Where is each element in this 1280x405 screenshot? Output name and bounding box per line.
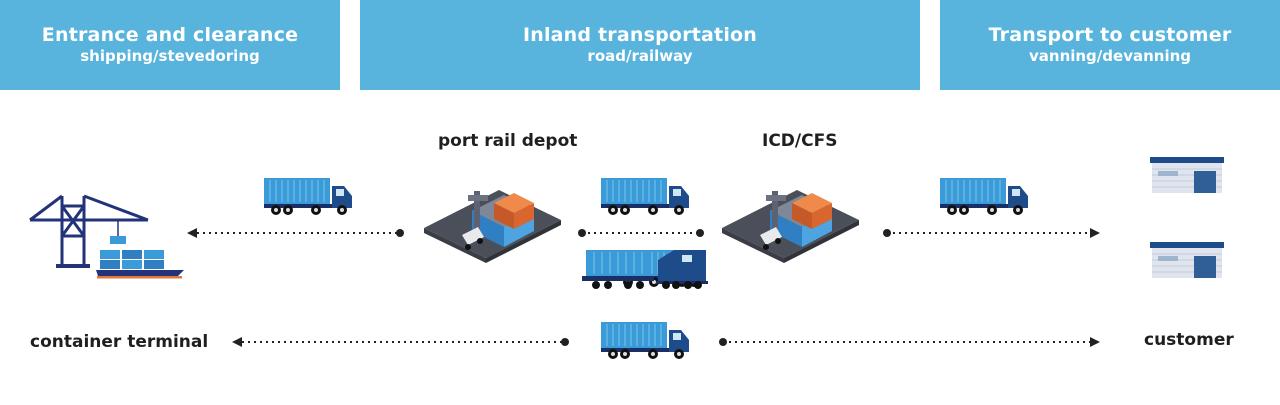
container-ship-icon — [96, 250, 184, 279]
label-port-rail-depot: port rail depot — [438, 131, 578, 151]
warehouse-icon — [1149, 156, 1225, 194]
container-yard-icon — [424, 190, 561, 263]
header-inland-transportation: Inland transportation road/railway — [360, 0, 920, 90]
header-entrance-clearance: Entrance and clearance shipping/stevedor… — [0, 0, 340, 90]
label-container-terminal: container terminal — [30, 332, 209, 352]
header-subtitle: road/railway — [587, 47, 693, 65]
label-icd-cfs: ICD/CFS — [762, 131, 838, 151]
header-title: Entrance and clearance — [41, 24, 299, 46]
container-truck-icon — [600, 321, 690, 360]
quay-crane-icon — [29, 194, 149, 268]
header-title: Transport to customer — [988, 24, 1232, 46]
container-truck-icon — [263, 177, 353, 216]
container-truck-icon — [600, 177, 690, 216]
header-title: Inland transportation — [522, 24, 758, 46]
header-subtitle: vanning/devanning — [1028, 47, 1192, 65]
container-truck-icon — [939, 177, 1029, 216]
header-subtitle: shipping/stevedoring — [80, 47, 260, 65]
header-transport-to-customer: Transport to customer vanning/devanning — [940, 0, 1280, 90]
label-customer: customer — [1144, 330, 1234, 350]
warehouse-icon — [1149, 241, 1225, 279]
container-yard-icon — [722, 190, 859, 263]
freight-train-icon — [582, 250, 708, 289]
